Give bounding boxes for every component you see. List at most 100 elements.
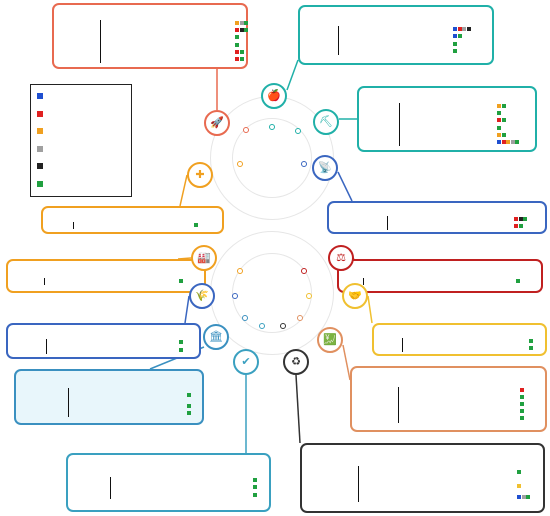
divider xyxy=(68,388,69,417)
supplier-marker xyxy=(453,34,457,39)
list-item xyxy=(54,20,250,27)
list-item xyxy=(374,345,549,352)
legend-item xyxy=(37,109,48,121)
supplier-marker xyxy=(466,27,471,32)
legend-item xyxy=(37,91,48,103)
box-transport xyxy=(52,3,248,69)
box-health xyxy=(41,206,224,234)
legend-swatch xyxy=(37,110,43,117)
ring-node xyxy=(237,161,243,167)
divider xyxy=(387,215,388,231)
supplier-marker xyxy=(520,387,524,392)
communication-icon: 📡 xyxy=(312,155,338,181)
supplier-marker xyxy=(523,216,527,221)
legend-item xyxy=(37,126,48,138)
supplier-marker xyxy=(501,103,506,108)
supplier-marker xyxy=(179,347,183,352)
divider xyxy=(44,277,45,286)
supplier-marker xyxy=(517,470,521,475)
supplier-marker xyxy=(253,485,257,490)
supplier-marker xyxy=(187,392,191,397)
list-item xyxy=(54,27,250,34)
list-item xyxy=(16,410,206,417)
supplier-marker xyxy=(516,278,520,283)
ring-node xyxy=(242,315,248,321)
list-item xyxy=(68,484,273,491)
government-icon: 🏛 xyxy=(203,324,229,350)
divider xyxy=(358,465,359,502)
list-item xyxy=(352,394,549,401)
list-item xyxy=(352,415,549,422)
list-item xyxy=(43,222,226,229)
ring-node xyxy=(295,128,301,134)
legend-swatch xyxy=(37,180,43,187)
box-social xyxy=(372,323,547,356)
divider xyxy=(398,386,399,423)
supplier-marker xyxy=(235,49,239,54)
legend-swatch xyxy=(37,128,43,134)
list-item xyxy=(300,33,496,40)
list-item xyxy=(8,339,203,346)
supplier-marker xyxy=(497,125,501,130)
list-item xyxy=(352,401,549,408)
list-item xyxy=(300,41,496,48)
list-item xyxy=(329,216,549,223)
supplier-marker xyxy=(501,139,506,144)
handshake-icon: 🤝 xyxy=(342,283,368,309)
ring-node xyxy=(297,315,303,321)
list-item xyxy=(54,34,250,41)
supplier-marker xyxy=(497,118,501,123)
box-materials xyxy=(357,86,537,152)
list-item xyxy=(359,117,539,124)
supplier-marker xyxy=(235,35,239,40)
supplier-marker xyxy=(194,222,198,227)
divider xyxy=(100,19,101,64)
supplier-marker xyxy=(510,139,515,144)
box-space-law xyxy=(337,259,543,293)
supplier-marker xyxy=(253,478,257,483)
supplier-marker xyxy=(462,27,466,32)
supplier-marker xyxy=(457,27,462,32)
ring-node xyxy=(259,323,265,329)
supplier-marker xyxy=(253,492,257,497)
materials-icon: ⛏ xyxy=(313,109,339,135)
supplier-marker xyxy=(515,139,519,144)
list-item xyxy=(339,278,545,285)
ring-node xyxy=(269,124,275,130)
list-item xyxy=(359,103,539,110)
list-item xyxy=(16,403,206,410)
supplier-marker xyxy=(235,56,239,61)
list-item xyxy=(300,26,496,33)
supplier-marker xyxy=(179,340,183,345)
divider xyxy=(402,337,403,353)
supplier-marker xyxy=(518,216,523,221)
supplier-marker xyxy=(501,132,506,137)
connector-line xyxy=(184,295,190,324)
ring-node xyxy=(232,293,238,299)
legend-item xyxy=(37,144,48,156)
factory-icon: 🏭 xyxy=(191,245,217,271)
list-item xyxy=(68,477,273,484)
connector-line xyxy=(295,374,301,444)
supplier-marker xyxy=(244,28,248,33)
law-icon: ⚖ xyxy=(328,245,354,271)
list-item xyxy=(54,56,250,63)
box-self-sufficiency xyxy=(6,323,201,359)
ring-node xyxy=(301,161,307,167)
legend-swatch xyxy=(37,163,43,169)
supplier-marker xyxy=(517,495,521,500)
supplier-marker xyxy=(235,20,239,25)
supplier-marker xyxy=(187,410,191,415)
list-item xyxy=(54,42,250,49)
list-item xyxy=(8,347,203,354)
supplier-marker xyxy=(520,409,524,414)
connector-line xyxy=(342,344,351,381)
legend-item xyxy=(37,161,48,173)
supplier-marker xyxy=(453,48,457,53)
farming-icon: 🌾 xyxy=(189,283,215,309)
supplier-marker xyxy=(518,224,523,228)
supplier-marker xyxy=(514,216,518,221)
box-governance xyxy=(14,369,204,425)
supplier-marker xyxy=(497,132,501,137)
